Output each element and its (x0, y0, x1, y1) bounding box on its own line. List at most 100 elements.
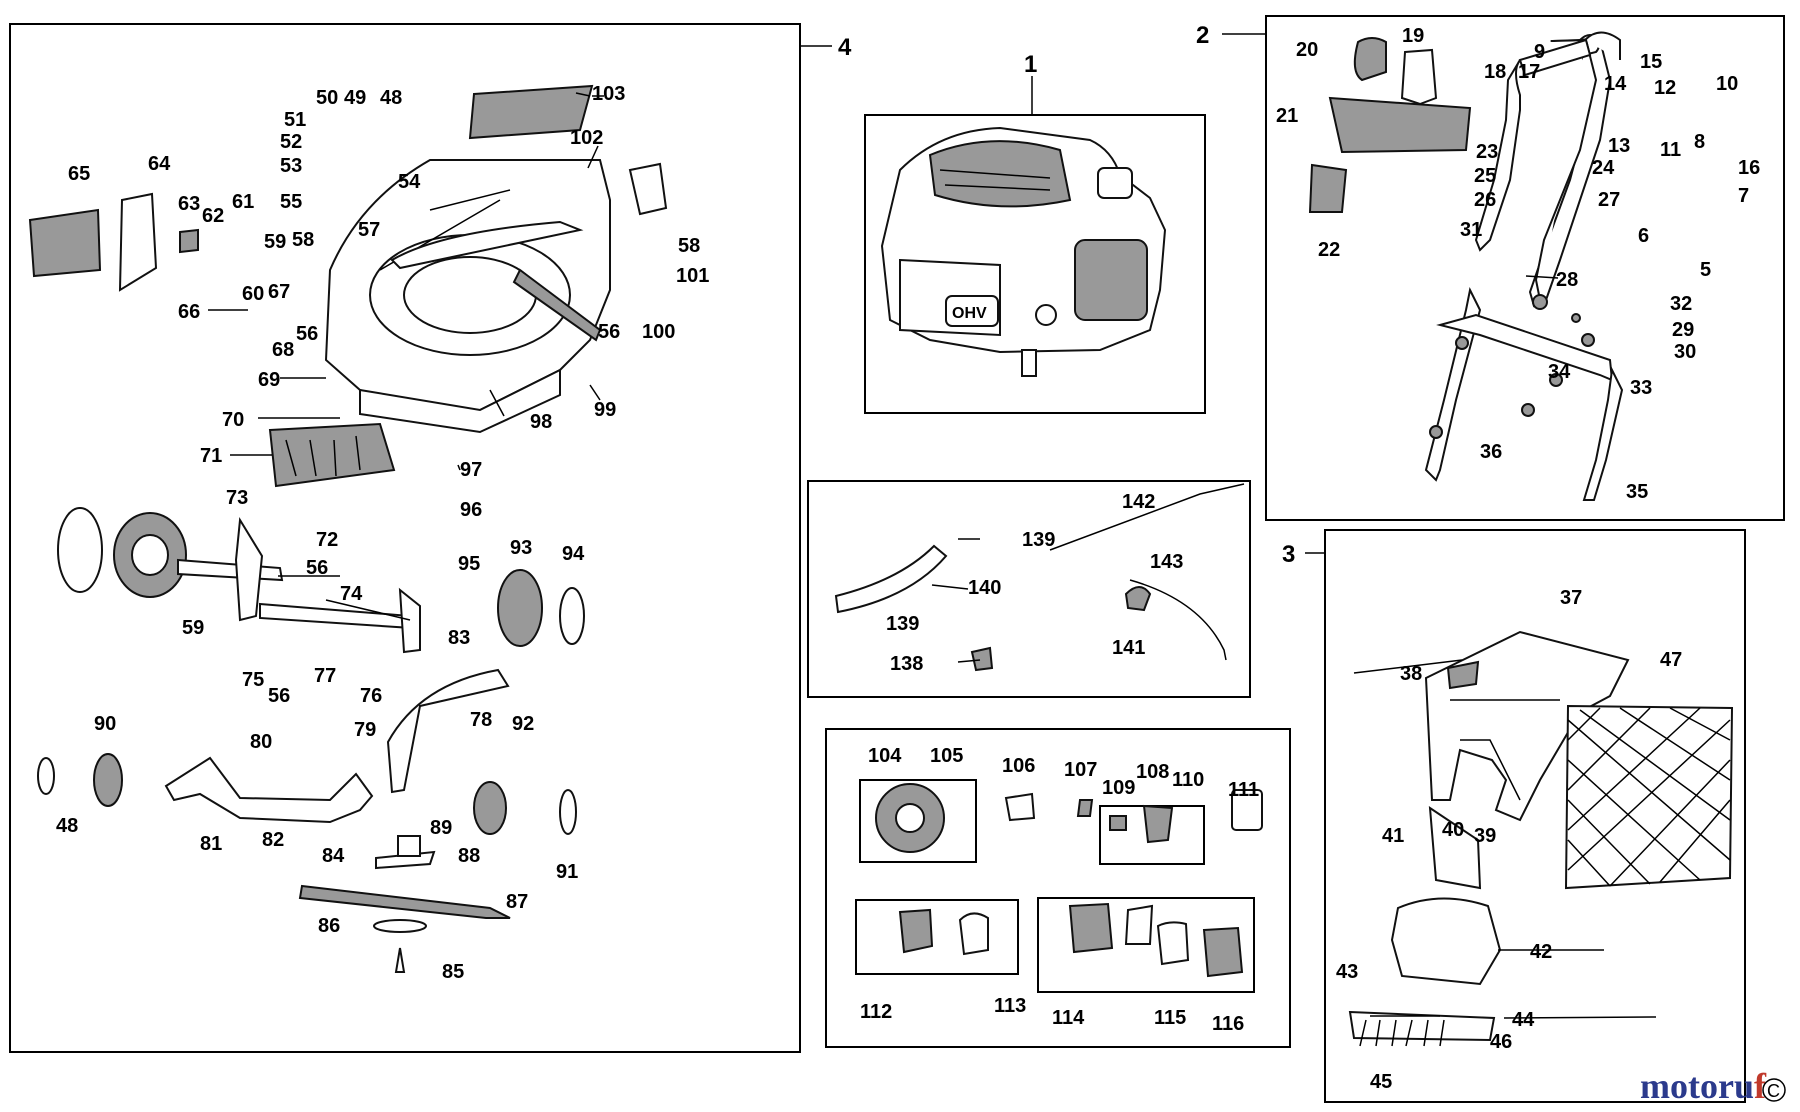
part-label-23: 23 (1476, 141, 1498, 163)
part-label-101: 101 (676, 265, 709, 287)
part-label-10: 10 (1716, 73, 1738, 95)
part-label-38: 38 (1400, 663, 1422, 685)
part-label-31: 31 (1460, 219, 1482, 241)
part-label-25: 25 (1474, 165, 1496, 187)
part-label-139b: 139 (886, 613, 919, 635)
part-label-52: 52 (280, 131, 302, 153)
part-label-59b: 59 (182, 617, 204, 639)
part-label-69: 69 (258, 369, 280, 391)
part-label-67: 67 (268, 281, 290, 303)
part-label-80: 80 (250, 731, 272, 753)
part-label-60: 60 (242, 283, 264, 305)
group-2-frame (1265, 15, 1785, 521)
part-label-47: 47 (1660, 649, 1682, 671)
part-label-54: 54 (398, 171, 421, 193)
watermark-corner-icon (1762, 1078, 1786, 1102)
part-label-73: 73 (226, 487, 248, 509)
part-label-57: 57 (358, 219, 380, 241)
part-label-46: 46 (1490, 1031, 1512, 1053)
part-label-96: 96 (460, 499, 482, 521)
part-label-64: 64 (148, 153, 171, 175)
part-label-56a: 56 (296, 323, 318, 345)
part-label-34: 34 (1548, 361, 1571, 383)
engine-drawing: OHV (880, 126, 1167, 377)
part-label-44: 44 (1512, 1009, 1535, 1031)
part-label-61: 61 (232, 191, 254, 213)
watermark-text-main: motoru (1640, 1066, 1754, 1106)
part-label-91: 91 (556, 861, 578, 883)
part-label-56d: 56 (268, 685, 290, 707)
watermark-corner-letter: C (1767, 1081, 1780, 1101)
part-label-49: 49 (344, 87, 366, 109)
part-label-22: 22 (1318, 239, 1340, 261)
engine-parts-drawing (875, 783, 1263, 978)
part-label-66: 66 (178, 301, 200, 323)
part-label-110: 110 (1172, 769, 1204, 791)
grassbag-drawing (1348, 630, 1734, 1047)
part-label-42: 42 (1530, 941, 1552, 963)
group-2-label: 2 (1196, 22, 1209, 49)
engine-ohv-text: OHV (952, 305, 987, 322)
part-label-33: 33 (1630, 377, 1652, 399)
part-label-100: 100 (642, 321, 675, 343)
part-label-89: 89 (430, 817, 452, 839)
part-label-20: 20 (1296, 39, 1318, 61)
part-label-26: 26 (1474, 189, 1496, 211)
part-label-11: 11 (1660, 139, 1681, 161)
part-label-40: 40 (1442, 819, 1464, 841)
part-label-36: 36 (1480, 441, 1502, 463)
part-label-95: 95 (458, 553, 480, 575)
part-label-72: 72 (316, 529, 338, 551)
part-label-16: 16 (1738, 157, 1760, 179)
part-label-106: 106 (1002, 755, 1035, 777)
part-label-55: 55 (280, 191, 302, 213)
part-label-19: 19 (1402, 25, 1424, 47)
part-label-48b: 48 (56, 815, 78, 837)
part-label-58b: 58 (678, 235, 700, 257)
part-label-74: 74 (340, 583, 363, 605)
part-label-37: 37 (1560, 587, 1582, 609)
part-label-53: 53 (280, 155, 302, 177)
part-label-93: 93 (510, 537, 532, 559)
part-label-92: 92 (512, 713, 534, 735)
part-label-43: 43 (1336, 961, 1358, 983)
part-label-68: 68 (272, 339, 294, 361)
part-label-143: 143 (1150, 551, 1183, 573)
part-label-141: 141 (1112, 637, 1145, 659)
part-label-24: 24 (1592, 157, 1615, 179)
part-label-51: 51 (284, 109, 306, 131)
part-label-56c: 56 (306, 557, 328, 579)
part-label-112: 112 (860, 1001, 892, 1023)
part-label-39: 39 (1474, 825, 1496, 847)
engine-parts-frame (825, 728, 1291, 1048)
part-label-14: 14 (1604, 73, 1627, 95)
part-label-83: 83 (448, 627, 470, 649)
muffler-subframe (855, 899, 1019, 975)
part-label-58a: 58 (292, 229, 314, 251)
part-label-97: 97 (460, 459, 482, 481)
part-label-29: 29 (1672, 319, 1694, 341)
part-label-115: 115 (1154, 1007, 1186, 1029)
part-label-50: 50 (316, 87, 338, 109)
part-label-45: 45 (1370, 1071, 1392, 1093)
part-label-7: 7 (1738, 185, 1749, 207)
part-label-108: 108 (1136, 761, 1169, 783)
part-label-107: 107 (1064, 759, 1097, 781)
part-label-86: 86 (318, 915, 340, 937)
part-label-18: 18 (1484, 61, 1506, 83)
part-label-75: 75 (242, 669, 264, 691)
part-label-98: 98 (530, 411, 552, 433)
part-label-116: 116 (1212, 1013, 1244, 1035)
handle-drawing (1308, 31, 1624, 501)
part-label-63: 63 (178, 193, 200, 215)
part-label-102: 102 (570, 127, 603, 149)
part-label-17: 17 (1518, 61, 1540, 83)
part-label-139a: 139 (1022, 529, 1055, 551)
part-label-140: 140 (968, 577, 1001, 599)
part-label-105: 105 (930, 745, 963, 767)
airfilter-subframe (1037, 897, 1255, 993)
part-label-28: 28 (1556, 269, 1578, 291)
group-4-label: 4 (838, 34, 852, 61)
deck-drawing (28, 84, 668, 973)
fuel-cable-drawing (834, 483, 1245, 672)
